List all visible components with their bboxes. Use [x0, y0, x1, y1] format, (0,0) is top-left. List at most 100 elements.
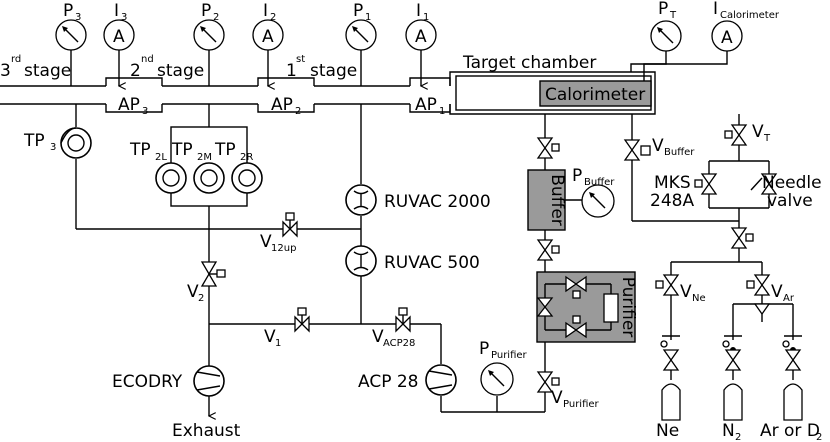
ammeter-icon [252, 19, 284, 51]
turbo-pump-icon [60, 127, 92, 159]
ap1-label: AP [415, 95, 437, 115]
vne-label: V [680, 282, 692, 302]
v2-valve: V 2 [187, 261, 226, 304]
p1-label: P [353, 1, 363, 21]
needle-label: Needle [762, 173, 822, 193]
ammeter-i2: A I 2 [252, 1, 284, 51]
vt-label: V [752, 122, 764, 142]
ne-bottle: Ne [656, 335, 681, 441]
tp2r-label: TP [214, 140, 236, 160]
ecodry-label: ECODRY [112, 372, 183, 392]
svg-text:3: 3 [121, 12, 127, 23]
svg-text:stage: stage [157, 61, 204, 81]
svg-text:1: 1 [275, 338, 281, 349]
gauge-connections [70, 50, 728, 86]
svg-text:2: 2 [295, 106, 301, 117]
ammeter-i3: A I 3 [103, 1, 135, 51]
ruvac-2000: RUVAC 2000 [345, 184, 491, 216]
svg-text:2: 2 [270, 12, 276, 23]
gauge-p1: P 1 [345, 1, 377, 51]
valve-icon [200, 261, 218, 276]
svg-text:st: st [296, 54, 305, 65]
svg-text:A: A [262, 27, 274, 47]
svg-text:rd: rd [11, 54, 21, 65]
svg-text:A: A [113, 27, 125, 47]
buffer: Buffer [527, 169, 583, 231]
vacp28-valve: V ACP28 [372, 307, 415, 349]
icalorimeter-label: I [713, 0, 718, 19]
ammeter-icon [405, 19, 437, 51]
gauge-ppurifier: P Purifier [479, 339, 528, 396]
mks-label: MKS [654, 173, 691, 193]
svg-text:2L: 2L [155, 152, 167, 163]
ppurifier-label: P [479, 339, 489, 359]
valve-icon [724, 349, 742, 362]
svg-text:2: 2 [735, 432, 741, 442]
svg-text:2: 2 [198, 293, 204, 304]
purifier-label: Purifier [618, 277, 638, 338]
svg-text:Calorimeter: Calorimeter [720, 10, 780, 21]
svg-text:T: T [669, 10, 677, 21]
vacp28-label: V [372, 327, 384, 347]
aperture-labels: AP 3 AP 2 AP 1 [118, 95, 445, 117]
turbo-pump-icon [231, 162, 263, 194]
i3-label: I [114, 1, 119, 21]
gauge-pbuffer: P Buffer [572, 166, 615, 218]
ap3-label: AP [118, 95, 140, 115]
manifold-valve [730, 227, 754, 249]
valve-icon [730, 227, 748, 240]
valve-icon [730, 124, 748, 137]
valve-icon [753, 274, 771, 287]
gas-bottle-icon [723, 383, 743, 421]
svg-text:3: 3 [142, 106, 148, 117]
buffer-inlet-valve [536, 137, 560, 159]
valve-icon [784, 349, 802, 362]
svg-text:2: 2 [213, 12, 219, 23]
var-label: V [771, 282, 783, 302]
i1-label: I [416, 1, 421, 21]
ruvac2000-label: RUVAC 2000 [384, 192, 491, 212]
svg-text:12up: 12up [271, 243, 296, 254]
pt-label: P [658, 0, 668, 19]
needle-valve: Needle valve [750, 173, 822, 211]
svg-text:Ar: Ar [783, 293, 795, 304]
scroll-pump-icon [425, 364, 457, 396]
stage1-label: 1 [286, 61, 297, 81]
valve-icon [536, 137, 554, 150]
stage-labels: 3 rd stage 2 nd stage 1 st stage Target … [0, 53, 596, 81]
svg-text:Buffer: Buffer [584, 177, 615, 188]
svg-text:ACP28: ACP28 [383, 338, 415, 349]
mks-model-label: 248A [650, 191, 694, 211]
vbuffer-label: V [652, 136, 664, 156]
ammeter-i1: A I 1 [405, 1, 437, 51]
valve-icon [395, 315, 404, 333]
svg-text:stage: stage [310, 61, 357, 81]
p3-label: P [63, 1, 73, 21]
svg-text:nd: nd [141, 54, 154, 65]
gas-bottle-icon [783, 383, 803, 421]
valve-icon [565, 275, 578, 293]
svg-text:1: 1 [365, 12, 371, 23]
buffer-label: Buffer [547, 174, 567, 226]
p2-label: P [201, 1, 211, 21]
turbo-pump-icon [193, 162, 225, 194]
purifier: Purifier [536, 271, 638, 343]
gauge-pt: P T [650, 0, 682, 52]
svg-text:A: A [415, 27, 427, 47]
mks-248a: MKS 248A [650, 173, 718, 211]
tp3-label: TP [23, 131, 45, 151]
n2-bottle: N 2 [722, 335, 743, 442]
target-chamber-label: Target chamber [462, 53, 596, 73]
v12up-valve: V 12up [260, 212, 298, 254]
tp2-pumps: TP 2L TP 2M TP 2R [129, 140, 263, 194]
vbuffer-valve: V Buffer [623, 136, 695, 161]
svg-text:1: 1 [423, 12, 429, 23]
v2-label: V [187, 282, 199, 302]
valve-icon [282, 220, 291, 238]
pbuffer-label: P [572, 166, 582, 186]
vpurifier-valve: V Purifier [536, 371, 600, 410]
svg-text:Purifier: Purifier [563, 399, 600, 410]
exhaust-label: Exhaust [172, 421, 241, 441]
svg-text:2R: 2R [240, 152, 253, 163]
